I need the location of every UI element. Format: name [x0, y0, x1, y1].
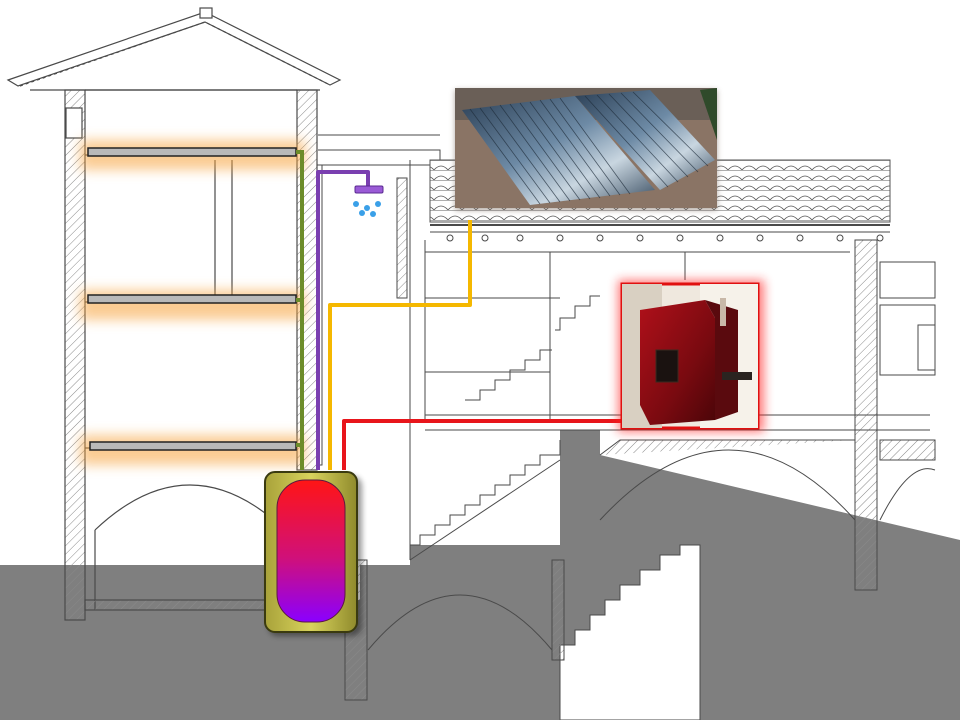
stove-window — [655, 349, 679, 383]
solar-pipe — [328, 220, 472, 470]
tank-inner — [276, 479, 346, 623]
pipes — [296, 150, 624, 470]
heating-panel-bottom — [89, 441, 297, 451]
solar-collector — [455, 88, 717, 210]
shower-pipe — [316, 170, 370, 470]
storage-tank — [264, 471, 362, 636]
solar-panel-left — [462, 96, 655, 205]
heating-panel-top — [87, 147, 297, 157]
tiled-stove — [618, 280, 764, 432]
heating-pipe — [296, 150, 304, 470]
beam-ends — [446, 234, 884, 242]
shower-head-icon — [353, 185, 384, 217]
heating-panel-middle — [87, 294, 297, 304]
solar-panel-right — [575, 90, 715, 190]
floor-heating-panels — [80, 140, 305, 465]
ground — [0, 430, 960, 720]
stove-pipe — [342, 419, 624, 470]
